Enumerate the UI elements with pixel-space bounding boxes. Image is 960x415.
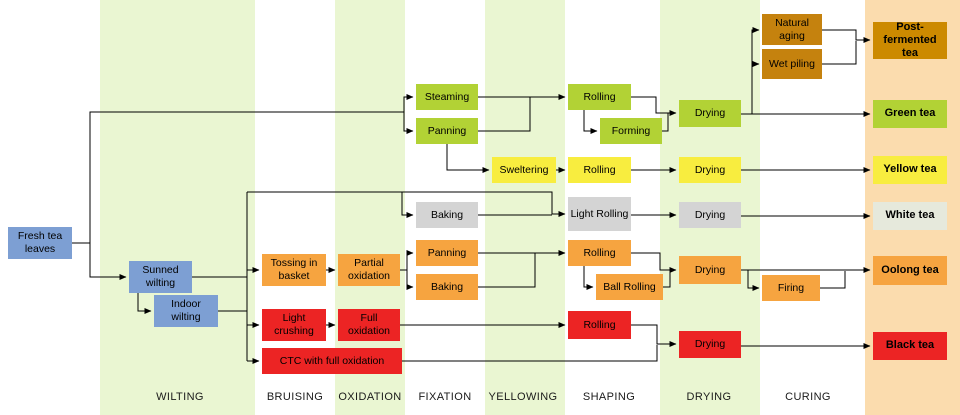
node-full-oxidation: Full oxidation <box>338 309 400 341</box>
node-white-tea: White tea <box>873 202 947 230</box>
node-steaming: Steaming <box>416 84 478 110</box>
node-firing: Firing <box>762 275 820 301</box>
node-yellow-tea: Yellow tea <box>873 156 947 184</box>
node-green-tea: Green tea <box>873 100 947 128</box>
stage-label-drying: DRYING <box>686 391 732 403</box>
node-ball-rolling: Ball Rolling <box>596 274 663 300</box>
stage-label-shaping: SHAPING <box>582 391 636 403</box>
node-forming: Forming <box>600 118 662 144</box>
stage-label-bruising: BRUISING <box>266 391 324 403</box>
stage-label-curing: CURING <box>785 391 831 403</box>
node-rolling-green: Rolling <box>568 84 631 110</box>
node-drying-yellow: Drying <box>679 157 741 183</box>
node-tossing-in-basket: Tossing in basket <box>262 254 326 286</box>
stage-label-yellowing: YELLOWING <box>488 391 558 403</box>
edge-panning-to-sweltering <box>446 144 490 173</box>
node-sweltering: Sweltering <box>492 157 556 183</box>
stage-label-fixation: FIXATION <box>418 391 472 403</box>
edge-rolling-green-to-forming <box>583 110 598 134</box>
node-rolling-yellow: Rolling <box>568 157 631 183</box>
node-post-fermented-tea: Post-fermented tea <box>873 21 947 59</box>
column-band-wilting <box>100 0 255 415</box>
node-panning-green: Panning <box>416 118 478 144</box>
edge-firing-merge <box>820 271 846 289</box>
node-rolling-black: Rolling <box>568 311 631 339</box>
node-indoor-wilting: Indoor wilting <box>154 295 218 327</box>
edge-natural-aging-to-post <box>822 29 871 43</box>
node-sunned-wilting: Sunned wilting <box>129 261 192 293</box>
node-partial-oxidation: Partial oxidation <box>338 254 400 286</box>
edge-fork-to-panning-green <box>403 112 414 134</box>
node-rolling-oolong: Rolling <box>568 240 631 266</box>
node-fresh-tea-leaves: Fresh tea leaves <box>8 227 72 259</box>
node-natural-aging: Natural aging <box>762 14 822 45</box>
node-drying-oolong: Drying <box>679 256 741 284</box>
node-light-crushing: Light crushing <box>262 309 326 341</box>
node-oolong-tea: Oolong tea <box>873 256 947 285</box>
edge-wet-piling-merge <box>822 41 857 65</box>
node-black-tea: Black tea <box>873 332 947 360</box>
node-baking-white: Baking <box>416 202 478 228</box>
edge-rolling-to-ball-rolling <box>583 266 594 290</box>
node-wet-piling: Wet piling <box>762 49 822 79</box>
node-drying-white: Drying <box>679 202 741 228</box>
edge-fork-to-baking-oolong <box>406 270 414 290</box>
stage-label-oxidation: OXIDATION <box>338 391 402 403</box>
node-light-rolling: Light Rolling <box>568 197 631 231</box>
node-ctc-with-full-oxidation: CTC with full oxidation <box>262 348 402 374</box>
node-drying-green: Drying <box>679 100 741 127</box>
stage-label-wilting: WILTING <box>156 391 204 403</box>
node-panning-oolong: Panning <box>416 240 478 266</box>
column-band-yellowing <box>485 0 565 415</box>
node-drying-black: Drying <box>679 331 741 358</box>
node-baking-oolong: Baking <box>416 274 478 300</box>
